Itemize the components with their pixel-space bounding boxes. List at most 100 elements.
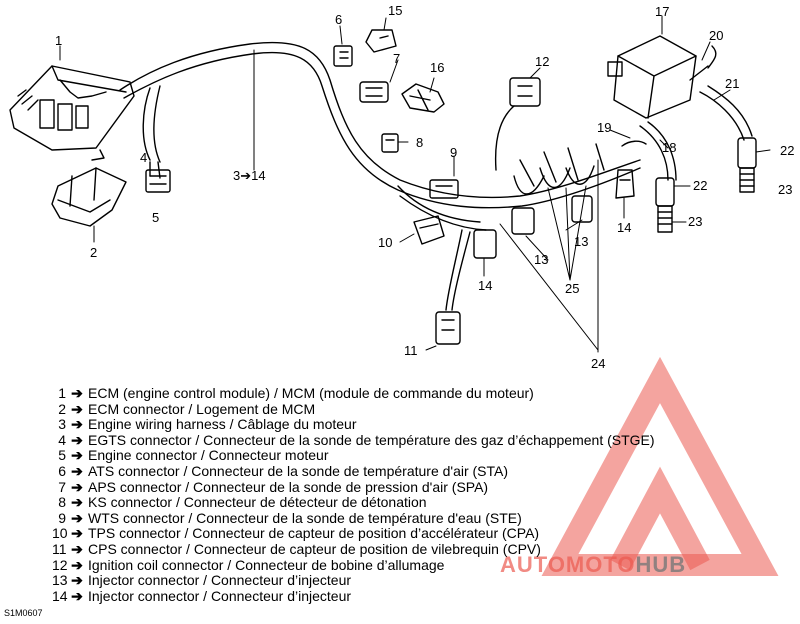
legend-arrow-icon: ➔	[71, 478, 83, 495]
legend-arrow-icon: ➔	[71, 400, 83, 417]
main-harness-drawing	[119, 41, 641, 231]
legend-text: ATS connector / Connecteur de la sonde d…	[88, 462, 509, 479]
legend-number: 3	[58, 416, 66, 433]
legend-text: EGTS connector / Connecteur de la sonde …	[88, 431, 655, 448]
callout-22b: 22	[693, 178, 708, 193]
legend-arrow-icon: ➔	[71, 462, 83, 479]
watermark-text-gray: HUB	[635, 552, 687, 577]
legend-arrow-icon: ➔	[71, 385, 83, 401]
callout-8: 8	[416, 135, 424, 150]
legend-arrow-icon: ➔	[71, 556, 83, 573]
legend-number: 9	[58, 509, 66, 526]
egts-connector-drawing	[145, 161, 171, 193]
leader-lines	[59, 15, 771, 353]
legend-text: WTS connector / Connecteur de la sonde d…	[88, 509, 522, 526]
callout-15: 15	[388, 3, 403, 18]
watermark-text: AUTOMOTOHUB	[500, 552, 686, 578]
callout-3-to-14: 3➔14	[233, 169, 266, 183]
legend-row: 7 ➔ APS connector / Connecteur de la sonde…	[52, 478, 772, 496]
legend-arrow-icon: ➔	[71, 447, 83, 464]
callout-6: 6	[335, 12, 343, 27]
callout-25: 25	[565, 281, 580, 296]
arrow-callout-from: 3	[233, 168, 241, 183]
ignition-coil-connector-drawing	[494, 77, 541, 171]
legend-row: 10➔ TPS connector / Connecteur de capteur…	[52, 526, 772, 542]
legend-text: KS connector / Connecteur de détecteur d…	[88, 494, 427, 511]
legend-arrow-icon: ➔	[71, 431, 83, 448]
legend-text: APS connector / Connecteur de la sonde d…	[88, 478, 489, 495]
cps-connector-drawing	[435, 229, 471, 345]
legend-text: CPS connector / Connecteur de capteur de…	[88, 540, 541, 557]
ignition-coil-drawing	[607, 35, 709, 119]
callout-16: 16	[430, 60, 445, 75]
callout-11: 11	[404, 343, 418, 358]
callout-14b: 14	[617, 220, 632, 235]
injector-connectors-drawing	[473, 143, 605, 259]
ecm-connector-drawing	[51, 167, 127, 227]
legend-text: ECM connector / Logement de MCM	[88, 400, 316, 417]
callout-22a: 22	[780, 143, 795, 158]
legend-row: 11➔ CPS connector / Connecteur de capteur…	[52, 540, 772, 558]
figure-code: S1M0607	[4, 608, 43, 618]
legend-number: 8	[58, 494, 66, 511]
callout-14a: 14	[478, 278, 493, 293]
legend-text: Injector connector / Connecteur d’inject…	[88, 572, 352, 589]
legend-number: 5	[58, 447, 66, 464]
legend-arrow-icon: ➔	[71, 587, 83, 604]
legend-arrow-icon: ➔	[71, 525, 83, 542]
callout-13a: 13	[574, 234, 589, 249]
ks-connector-drawing	[381, 133, 399, 153]
legend-text: Injector connector / Connecteur d’inject…	[88, 587, 352, 604]
legend-text: TPS connector / Connecteur de capteur de…	[88, 525, 540, 542]
callout-19: 19	[597, 120, 612, 135]
legend-number: 11	[52, 540, 67, 557]
legend-arrow-icon: ➔	[71, 540, 83, 557]
legend-arrow-icon: ➔	[71, 509, 83, 526]
legend-row: 14➔ Injector connector / Connecteur d’inj…	[52, 587, 772, 605]
callout-10: 10	[378, 235, 393, 250]
legend-number: 12	[52, 556, 68, 573]
ats-connector-drawing	[333, 29, 397, 67]
legend-number: 13	[52, 572, 68, 589]
legend-number: 2	[58, 400, 66, 417]
legend-arrow-icon: ➔	[71, 494, 83, 511]
legend-number: 14	[52, 587, 68, 604]
callout-17: 17	[655, 4, 670, 19]
legend-text: Engine connector / Connecteur moteur	[88, 447, 329, 464]
legend-number: 6	[58, 462, 66, 479]
legend-row: 3 ➔ Engine wiring harness / Câblage du mot…	[52, 417, 772, 433]
plug-wires-drawing	[621, 45, 753, 181]
legend-number: 10	[52, 525, 68, 542]
wts-connector-drawing	[429, 179, 459, 199]
callout-23a: 23	[778, 182, 793, 197]
spark-plugs-drawing	[655, 137, 757, 233]
legend-row: 5 ➔ Engine connector / Connecteur moteur	[52, 448, 772, 464]
legend-number: 4	[58, 431, 66, 448]
callout-13b: 13	[534, 252, 549, 267]
legend-text: ECM (engine control module) / MCM (modul…	[88, 385, 534, 401]
callout-2: 2	[90, 245, 98, 260]
callout-7: 7	[393, 51, 401, 66]
callout-12: 12	[535, 54, 550, 69]
tps-connector-drawing	[413, 215, 445, 245]
callout-18: 18	[662, 140, 677, 155]
callout-5: 5	[152, 210, 160, 225]
callout-4: 4	[140, 150, 148, 165]
legend-number: 7	[58, 478, 66, 495]
legend-arrow-icon: ➔	[71, 416, 83, 433]
legend-text: Engine wiring harness / Câblage du moteu…	[88, 416, 357, 433]
callout-20: 20	[709, 28, 724, 43]
callout-1: 1	[55, 33, 63, 48]
legend-arrow-icon: ➔	[71, 572, 83, 589]
callout-23b: 23	[688, 214, 703, 229]
legend-row: 13➔ Injector connector / Connecteur d’inj…	[52, 573, 772, 589]
callout-21: 21	[725, 76, 740, 91]
legend-row: 8 ➔ KS connector / Connecteur de détecteur…	[52, 495, 772, 511]
callout-24: 24	[591, 356, 606, 371]
legend-row: 12➔Ignition coil connector / Connecteur …	[52, 556, 772, 574]
arrow-callout-to: 14	[251, 168, 266, 183]
injector-right-drawing	[615, 169, 635, 199]
legend-row: 9 ➔ WTS connector / Connecteur de la sonde…	[52, 509, 772, 527]
legend-row: 1➔ECM (engine control module) / MCM (mod…	[52, 385, 772, 402]
